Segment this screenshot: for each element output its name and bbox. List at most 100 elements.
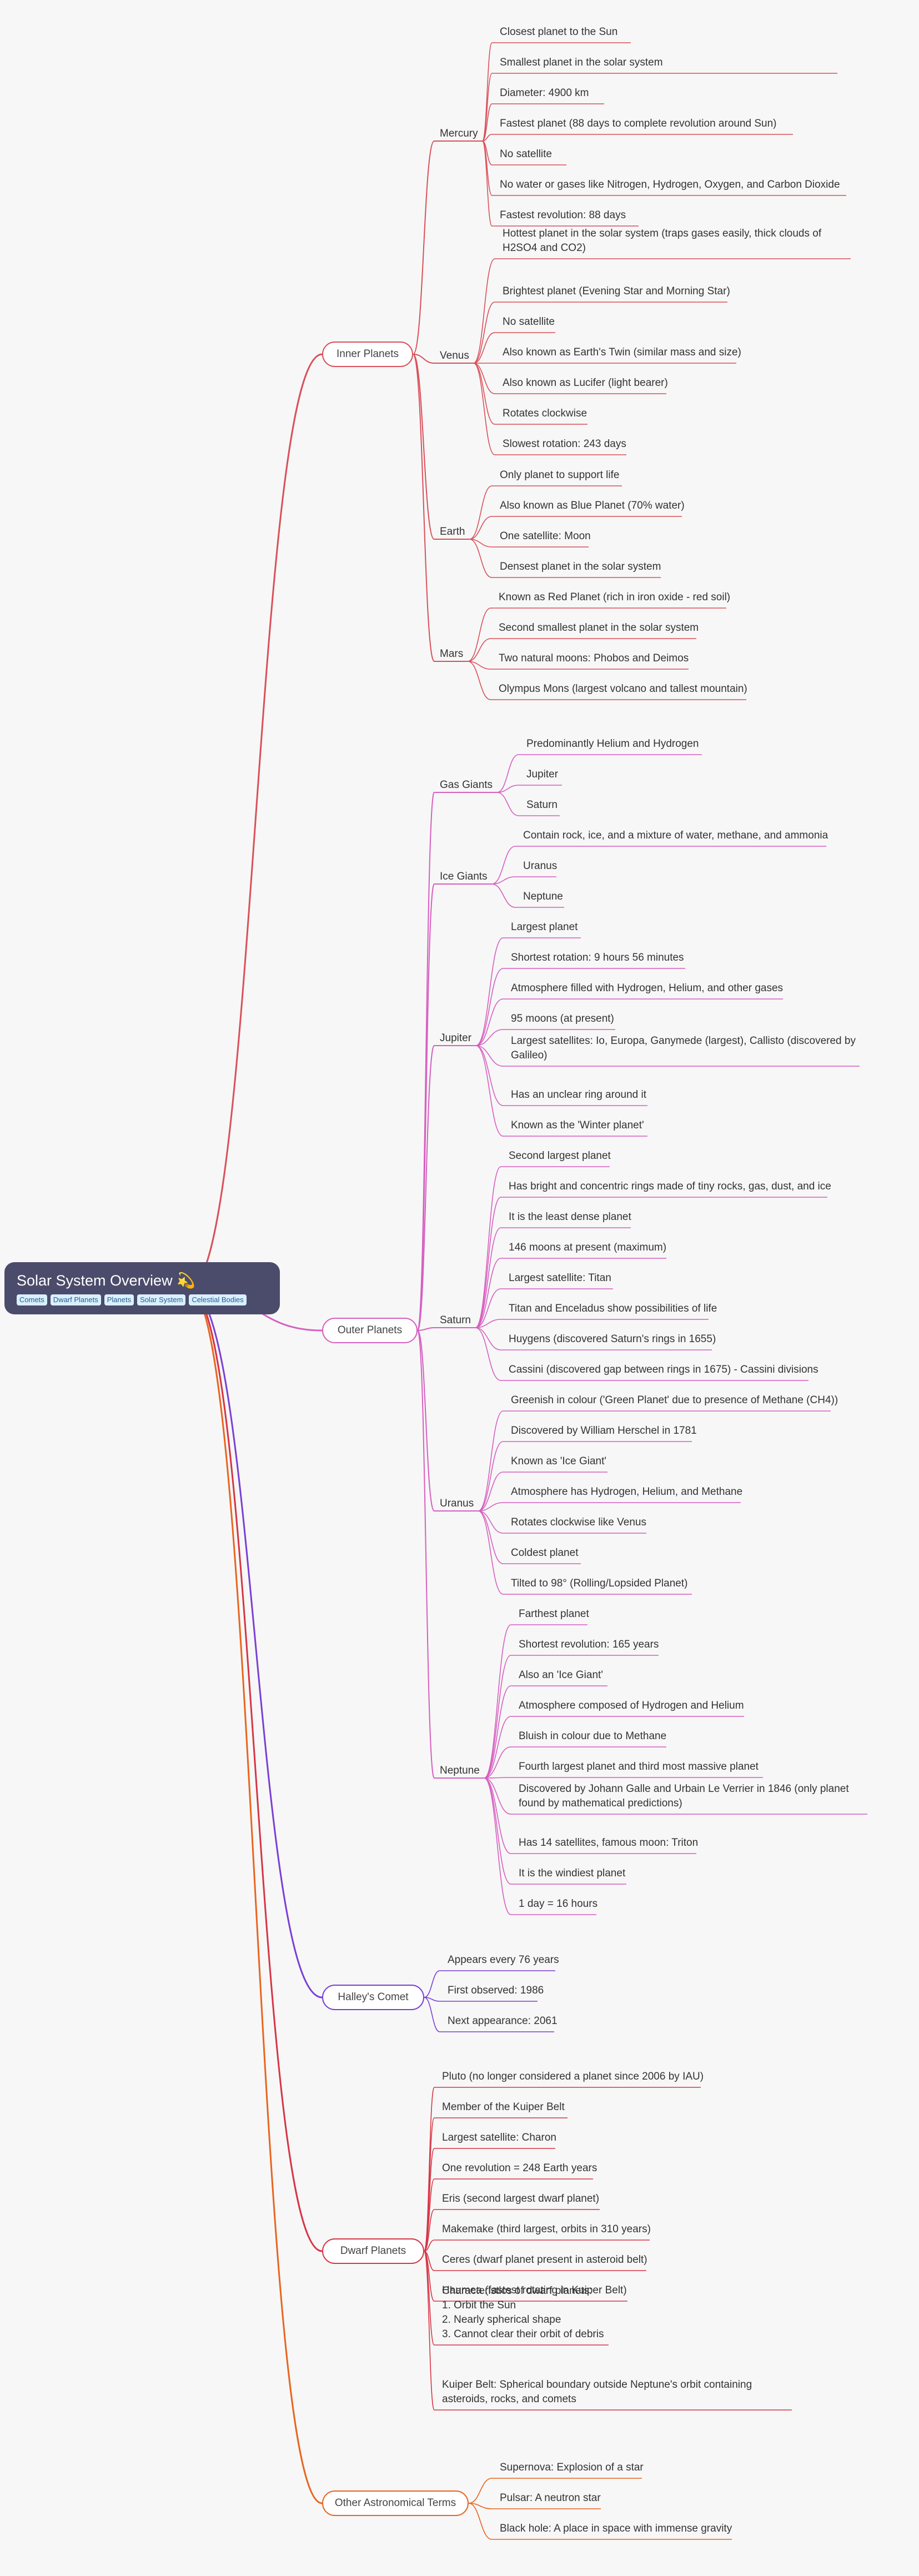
leaf-item[interactable]: Largest planet: [511, 921, 578, 933]
leaf-item[interactable]: Haumea (fastest rotating in Kuiper Belt): [442, 2284, 627, 2296]
group-saturn[interactable]: Saturn: [440, 1314, 471, 1326]
leaf-item[interactable]: 146 moons at present (maximum): [509, 1242, 667, 1253]
leaf-item[interactable]: Jupiter: [526, 769, 559, 780]
leaf-item[interactable]: 1 day = 16 hours: [519, 1898, 598, 1910]
group-mercury[interactable]: Mercury: [440, 128, 478, 139]
leaf-item[interactable]: Also known as Blue Planet (70% water): [500, 500, 685, 511]
leaf-item[interactable]: Ceres (dwarf planet present in asteroid …: [442, 2254, 647, 2266]
leaf-item[interactable]: 95 moons (at present): [511, 1013, 614, 1025]
leaf-item[interactable]: Saturn: [526, 799, 558, 811]
group-uranus[interactable]: Uranus: [440, 1498, 474, 1509]
leaf-item[interactable]: Largest satellite: Charon: [442, 2132, 556, 2143]
leaf-item[interactable]: Coldest planet: [511, 1547, 579, 1559]
leaf-item[interactable]: Next appearance: 2061: [448, 2015, 558, 2027]
tag-comets[interactable]: Comets: [17, 1294, 47, 1305]
leaf-item[interactable]: Discovered by Johann Galle and Urbain Le…: [519, 1783, 849, 1809]
leaf-item[interactable]: Olympus Mons (largest volcano and talles…: [499, 683, 747, 695]
leaf-item[interactable]: Kuiper Belt: Spherical boundary outside …: [442, 2379, 752, 2405]
leaf-item[interactable]: Also an 'Ice Giant': [519, 1669, 603, 1681]
group-venus[interactable]: Venus: [440, 350, 469, 361]
leaf-item[interactable]: Has an unclear ring around it: [511, 1089, 646, 1101]
group-jupiter[interactable]: Jupiter: [440, 1032, 472, 1044]
tag-celestial-bodies[interactable]: Celestial Bodies: [189, 1294, 247, 1305]
leaf-item[interactable]: First observed: 1986: [448, 1985, 544, 1996]
leaf-item[interactable]: Second largest planet: [509, 1150, 611, 1162]
leaf-item[interactable]: Titan and Enceladus show possibilities o…: [509, 1303, 717, 1314]
leaf-item[interactable]: Huygens (discovered Saturn's rings in 16…: [509, 1333, 716, 1345]
leaf-item[interactable]: Has bright and concentric rings made of …: [509, 1181, 831, 1192]
leaf-item[interactable]: Predominantly Helium and Hydrogen: [526, 738, 699, 750]
leaf-connector: [475, 1045, 504, 1067]
leaf-item[interactable]: Two natural moons: Phobos and Deimos: [499, 652, 689, 664]
leaf-item[interactable]: Atmosphere has Hydrogen, Helium, and Met…: [511, 1486, 743, 1498]
branch-dwarf-planets[interactable]: Dwarf Planets: [322, 2238, 424, 2264]
leaf-item[interactable]: Black hole: A place in space with immens…: [500, 2523, 732, 2534]
leaf-item[interactable]: Cassini (discovered gap between rings in…: [509, 1364, 818, 1375]
leaf-item[interactable]: Atmosphere filled with Hydrogen, Helium,…: [511, 982, 784, 994]
leaf-item[interactable]: Tilted to 98° (Rolling/Lopsided Planet): [511, 1578, 688, 1589]
leaf-item[interactable]: Second smallest planet in the solar syst…: [499, 622, 699, 634]
leaf-item[interactable]: Largest satellites: Io, Europa, Ganymede…: [511, 1035, 856, 1061]
group-neptune[interactable]: Neptune: [440, 1765, 480, 1776]
leaf-item[interactable]: No water or gases like Nitrogen, Hydroge…: [500, 179, 840, 190]
leaf-item[interactable]: Known as 'Ice Giant': [511, 1455, 607, 1467]
leaf-item[interactable]: Brightest planet (Evening Star and Morni…: [503, 285, 730, 297]
leaf-item[interactable]: No satellite: [503, 316, 555, 328]
tag-planets[interactable]: Planets: [104, 1294, 134, 1305]
leaf-item[interactable]: Shortest rotation: 9 hours 56 minutes: [511, 952, 684, 963]
leaf-item[interactable]: Fourth largest planet and third most mas…: [519, 1761, 759, 1772]
leaf-item[interactable]: Closest planet to the Sun: [500, 26, 618, 38]
leaf-item[interactable]: Also known as Earth's Twin (similar mass…: [503, 347, 741, 358]
leaf-item[interactable]: Known as the 'Winter planet': [511, 1119, 644, 1131]
leaf-item[interactable]: Discovered by William Herschel in 1781: [511, 1425, 697, 1437]
leaf-item[interactable]: Atmosphere composed of Hydrogen and Heli…: [519, 1700, 744, 1711]
leaf-item[interactable]: It is the least dense planet: [509, 1211, 631, 1223]
leaf-item[interactable]: Pluto (no longer considered a planet sin…: [442, 2071, 704, 2082]
leaf-item[interactable]: Contain rock, ice, and a mixture of wate…: [523, 830, 828, 841]
leaf-item[interactable]: Uranus: [523, 860, 558, 872]
leaf-item[interactable]: It is the windiest planet: [519, 1867, 626, 1879]
leaf-item[interactable]: Greenish in colour ('Green Planet' due t…: [511, 1394, 838, 1406]
branch-outer-planets[interactable]: Outer Planets: [322, 1318, 418, 1343]
leaf-item[interactable]: Appears every 76 years: [448, 1954, 559, 1966]
tag-solar-system[interactable]: Solar System: [137, 1294, 186, 1305]
leaf-connector: [468, 2503, 493, 2509]
leaf-item[interactable]: Bluish in colour due to Methane: [519, 1730, 667, 1742]
leaf-item[interactable]: Has 14 satellites, famous moon: Triton: [519, 1837, 699, 1849]
leaf-item[interactable]: Member of the Kuiper Belt: [442, 2101, 565, 2113]
branch-connector: [188, 1287, 323, 1998]
root-node[interactable]: Solar System Overview 💫 Comets Dwarf Pla…: [4, 1262, 280, 1314]
leaf-item[interactable]: Makemake (third largest, orbits in 310 y…: [442, 2223, 651, 2235]
group-mars[interactable]: Mars: [440, 648, 464, 660]
tag-dwarf-planets[interactable]: Dwarf Planets: [50, 1294, 101, 1305]
leaf-item[interactable]: Farthest planet: [519, 1608, 589, 1620]
leaf-item[interactable]: Pulsar: A neutron star: [500, 2492, 601, 2504]
leaf-item[interactable]: Supernova: Explosion of a star: [500, 2462, 644, 2473]
leaf-item[interactable]: Rotates clockwise like Venus: [511, 1517, 646, 1528]
leaf-item[interactable]: Largest satellite: Titan: [509, 1272, 611, 1284]
leaf-item[interactable]: Eris (second largest dwarf planet): [442, 2193, 600, 2205]
leaf-item[interactable]: Neptune: [523, 891, 563, 902]
group-ice-giants[interactable]: Ice Giants: [440, 871, 488, 882]
leaf-item[interactable]: Densest planet in the solar system: [500, 561, 661, 573]
leaf-item[interactable]: No satellite: [500, 148, 552, 160]
branch-inner-planets[interactable]: Inner Planets: [322, 342, 413, 367]
leaf-item[interactable]: Fastest planet (88 days to complete revo…: [500, 118, 777, 129]
leaf-item[interactable]: Known as Red Planet (rich in iron oxide …: [499, 591, 731, 603]
leaf-item[interactable]: One satellite: Moon: [500, 530, 591, 542]
leaf-item[interactable]: Hottest planet in the solar system (trap…: [503, 228, 822, 254]
leaf-item[interactable]: Characteristics of dwarf planets: 1. Orb…: [442, 2285, 604, 2340]
leaf-item[interactable]: One revolution = 248 Earth years: [442, 2162, 597, 2174]
leaf-item[interactable]: Rotates clockwise: [503, 408, 587, 419]
branch-halley-s-comet[interactable]: Halley's Comet: [322, 1985, 424, 2010]
leaf-item[interactable]: Diameter: 4900 km: [500, 87, 589, 99]
leaf-item[interactable]: Slowest rotation: 243 days: [503, 438, 626, 450]
branch-other-astronomical-terms[interactable]: Other Astronomical Terms: [322, 2490, 469, 2516]
group-earth[interactable]: Earth: [440, 526, 465, 538]
leaf-item[interactable]: Shortest revolution: 165 years: [519, 1639, 659, 1650]
leaf-item[interactable]: Fastest revolution: 88 days: [500, 209, 626, 221]
leaf-item[interactable]: Only planet to support life: [500, 469, 620, 481]
group-gas-giants[interactable]: Gas Giants: [440, 779, 493, 791]
leaf-item[interactable]: Smallest planet in the solar system: [500, 57, 663, 68]
leaf-item[interactable]: Also known as Lucifer (light bearer): [503, 377, 668, 389]
